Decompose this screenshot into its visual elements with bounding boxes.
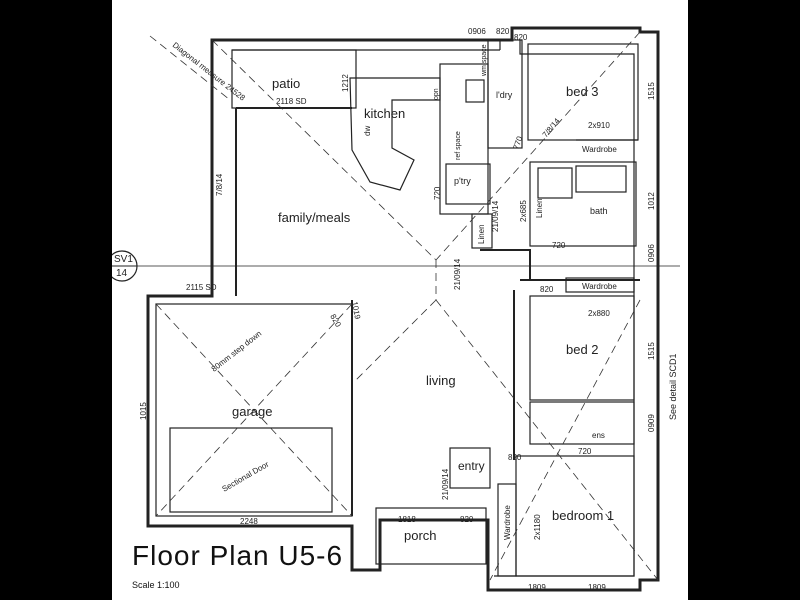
internal-wall bbox=[235, 107, 640, 516]
inner-wall-line bbox=[232, 40, 635, 577]
kitchen-counter bbox=[439, 63, 489, 215]
dim-label: 2x880 bbox=[588, 309, 610, 318]
laundry-outline bbox=[487, 39, 523, 149]
plan-scale: Scale 1:100 bbox=[132, 580, 180, 590]
dim-label: 820 bbox=[328, 313, 343, 330]
room-label-family-meals: family/meals bbox=[278, 210, 351, 225]
linen-cupboard bbox=[471, 213, 493, 249]
room-label-linen1: Linen bbox=[535, 198, 544, 218]
room-label-kitchen: kitchen bbox=[364, 106, 405, 121]
wm-space-label: wm space bbox=[481, 44, 488, 77]
dim-label: 2118 SD bbox=[276, 97, 307, 106]
pantry-outline bbox=[445, 163, 491, 205]
room-label-living: living bbox=[426, 373, 456, 388]
dim-label: 1515 bbox=[647, 342, 656, 360]
washing-space bbox=[465, 79, 485, 103]
room-label-bed2: bed 2 bbox=[566, 342, 599, 357]
hip-line bbox=[355, 299, 437, 381]
dim-label: 2x910 bbox=[588, 121, 610, 130]
wardrobe-bed1-label: Wardrobe bbox=[503, 505, 512, 540]
dim-label: 0909 bbox=[647, 414, 656, 432]
dim-label: 1212 bbox=[341, 74, 350, 92]
dim-label: 1818 bbox=[398, 515, 416, 524]
garage-door bbox=[169, 427, 333, 513]
dim-label: 820 bbox=[460, 515, 474, 524]
ref-space-label: ref space bbox=[455, 131, 462, 160]
room-label-ldry: l'dry bbox=[496, 90, 513, 100]
dim-label: 2x685 bbox=[519, 200, 528, 222]
dim-label: 1012 bbox=[647, 192, 656, 210]
entry-outline bbox=[449, 447, 491, 489]
wardrobe-bed2 bbox=[565, 277, 635, 293]
floor-plan-drawing: SV1 14 patio kitchen family/meals garage… bbox=[112, 26, 680, 592]
sectional-door-label: Sectional Door bbox=[221, 460, 271, 494]
sv1-number: 14 bbox=[116, 268, 128, 279]
room-label-patio: patio bbox=[272, 76, 300, 91]
dim-label: 2x1180 bbox=[533, 514, 542, 540]
wardrobe-bed1 bbox=[497, 483, 517, 577]
room-label-entry: entry bbox=[458, 459, 485, 473]
dim-label: 720 bbox=[578, 447, 592, 456]
handwritten-note: 7/8/14 bbox=[541, 116, 563, 139]
dim-label: 1809 bbox=[588, 583, 606, 592]
shower bbox=[537, 167, 573, 199]
dim-label: 820 bbox=[496, 27, 510, 36]
dim-label: 2248 bbox=[240, 517, 258, 526]
handwritten-note: 21/09/14 bbox=[441, 468, 450, 500]
porch-outline bbox=[375, 507, 487, 565]
dim-label: 1809 bbox=[528, 583, 546, 592]
plan-title: Floor Plan U5-6 bbox=[132, 540, 344, 571]
plan-sheet: SV1 14 patio kitchen family/meals garage… bbox=[112, 0, 688, 600]
room-label-bedroom1: bedroom 1 bbox=[552, 508, 614, 523]
dim-label: 820 bbox=[514, 33, 528, 42]
handwritten-note: 21/09/14 bbox=[453, 258, 462, 290]
wardrobe-bed3-label: Wardrobe bbox=[582, 145, 617, 154]
bathtub bbox=[575, 165, 627, 193]
dim-label: 1515 bbox=[647, 82, 656, 100]
ensuite-outline bbox=[529, 401, 635, 445]
room-label-ptry: p'try bbox=[454, 176, 471, 186]
hip-line bbox=[435, 299, 659, 581]
dim-label: 2115 SD bbox=[186, 283, 217, 292]
dim-label: 820 bbox=[508, 453, 522, 462]
diagonal-measure-line bbox=[149, 35, 231, 101]
dim-label: 0906 bbox=[647, 244, 656, 262]
hip-line bbox=[155, 303, 353, 517]
dim-label: 1019 bbox=[350, 301, 362, 321]
room-label-linen2: Linen bbox=[477, 224, 486, 244]
room-label-bed3: bed 3 bbox=[566, 84, 599, 99]
see-detail-label: See detail SCD1 bbox=[668, 353, 678, 420]
hip-line bbox=[489, 299, 641, 581]
room-label-ens: ens bbox=[592, 431, 605, 440]
bed2-outline bbox=[529, 295, 635, 401]
dim-label: 770 bbox=[511, 135, 524, 151]
step-down-label: 80mm step down bbox=[210, 329, 264, 374]
hip-line bbox=[435, 31, 641, 261]
dim-label: 720 bbox=[552, 241, 566, 250]
oven-label: opn bbox=[433, 88, 440, 100]
handwritten-note: 7/8/14 bbox=[215, 173, 224, 196]
wardrobe-bed2-label: Wardrobe bbox=[582, 282, 617, 291]
sv1-label: SV1 bbox=[114, 254, 133, 265]
handwritten-note: 21/09/14 bbox=[491, 200, 500, 232]
dim-label: 820 bbox=[540, 285, 554, 294]
dim-label: 1015 bbox=[139, 402, 148, 420]
bath-outline bbox=[529, 161, 637, 247]
room-label-garage: garage bbox=[232, 404, 272, 419]
room-label-bath: bath bbox=[590, 206, 608, 216]
room-label-porch: porch bbox=[404, 528, 437, 543]
outer-wall bbox=[146, 26, 660, 592]
dim-label: 720 bbox=[433, 186, 442, 200]
dim-label: 0906 bbox=[468, 27, 486, 36]
hip-line bbox=[211, 39, 437, 261]
dw-label: dw bbox=[363, 126, 372, 136]
